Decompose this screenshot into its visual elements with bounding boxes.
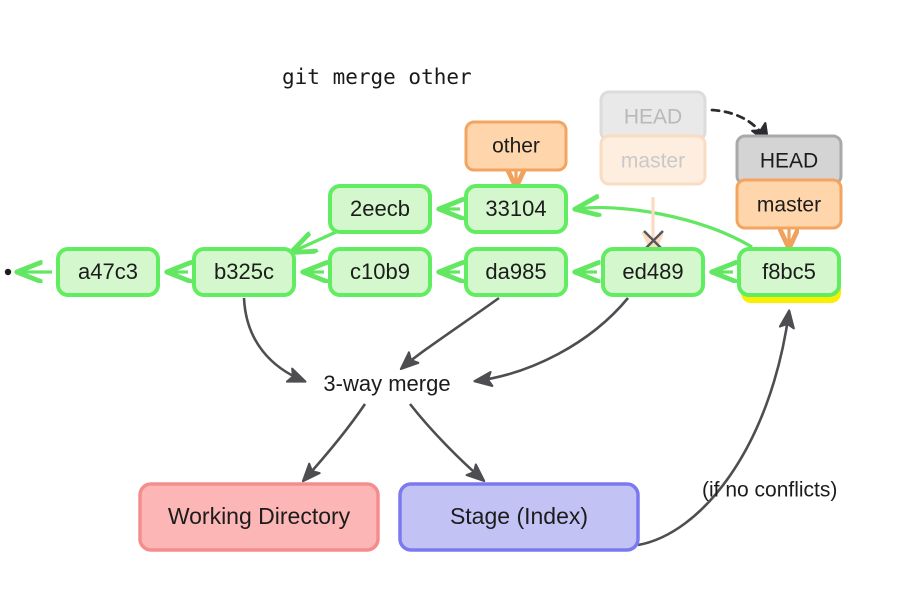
commit-node-a47c3[interactable]: a47c3: [56, 247, 160, 297]
other-branch-label: other: [492, 135, 540, 158]
edge-2eecb-to-b325c: [292, 230, 337, 252]
master-branch-label: master: [757, 194, 821, 217]
working-directory-box[interactable]: [138, 482, 380, 552]
commit-box-a47c3[interactable]: [56, 247, 160, 297]
no-conflicts-annotation: (if no conflicts): [702, 479, 837, 502]
commit-node-2eecb[interactable]: 2eecb: [328, 184, 432, 234]
history-ellipsis-dot: [4, 268, 12, 276]
master-branch-box[interactable]: [735, 178, 843, 230]
stage-index-box[interactable]: [398, 482, 640, 552]
commit-label-b325c: b325c: [214, 259, 274, 284]
edge-merge-to-working-directory: [301, 403, 367, 483]
commit-label-c10b9: c10b9: [350, 259, 410, 284]
commit-label-33104: 33104: [485, 196, 546, 221]
commit-box-33104[interactable]: [464, 184, 568, 234]
commit-label-a47c3: a47c3: [78, 259, 138, 284]
edge-b325c-to-merge: [242, 297, 307, 383]
commit-box-2eecb[interactable]: [328, 184, 432, 234]
other-branch-box[interactable]: [464, 120, 568, 172]
commit-box-c10b9[interactable]: [328, 247, 432, 297]
stage-index-node[interactable]: Stage (Index): [398, 482, 640, 552]
commit-label-2eecb: 2eecb: [350, 196, 410, 221]
ghost-head-label: HEAD: [624, 106, 682, 129]
commit-node-c10b9[interactable]: c10b9: [328, 247, 432, 297]
commit-box-da985[interactable]: [464, 247, 568, 297]
stage-index-label: Stage (Index): [450, 503, 588, 529]
commit-node-b325c[interactable]: b325c: [192, 247, 296, 297]
ref-head-master[interactable]: HEAD master: [735, 134, 843, 230]
working-directory-label: Working Directory: [168, 503, 351, 529]
edge-33104-to-merge: [399, 296, 500, 371]
working-directory-node[interactable]: Working Directory: [138, 482, 380, 552]
commit-node-f8bc5[interactable]: f8bc5: [737, 247, 841, 297]
commit-box-b325c[interactable]: [192, 247, 296, 297]
head-label: HEAD: [760, 150, 818, 173]
commit-node-33104[interactable]: 33104: [464, 184, 568, 234]
commit-node-da985[interactable]: da985: [464, 247, 568, 297]
edge-merge-to-stage: [408, 403, 486, 483]
edge-ed489-to-merge: [473, 297, 630, 387]
commit-node-ed489[interactable]: ed489: [601, 247, 705, 297]
commit-label-f8bc5: f8bc5: [762, 259, 816, 284]
crossed-out-marker: [643, 230, 664, 251]
commit-box-f8bc5[interactable]: [737, 247, 841, 297]
ghost-master-box: [599, 134, 707, 186]
edge-merge-f8bc5-to-33104: [576, 208, 753, 249]
ghost-master-label: master: [621, 150, 685, 173]
commit-label-ed489: ed489: [622, 259, 683, 284]
ghost-ref-head-master: HEAD master: [599, 90, 707, 186]
three-way-merge-label: 3-way merge: [323, 371, 450, 396]
commit-label-da985: da985: [485, 259, 546, 284]
page-title: git merge other: [282, 65, 472, 89]
ref-other-branch[interactable]: other: [464, 120, 568, 172]
commit-box-ed489[interactable]: [601, 247, 705, 297]
edge-stage-to-f8bc5: [637, 309, 795, 547]
